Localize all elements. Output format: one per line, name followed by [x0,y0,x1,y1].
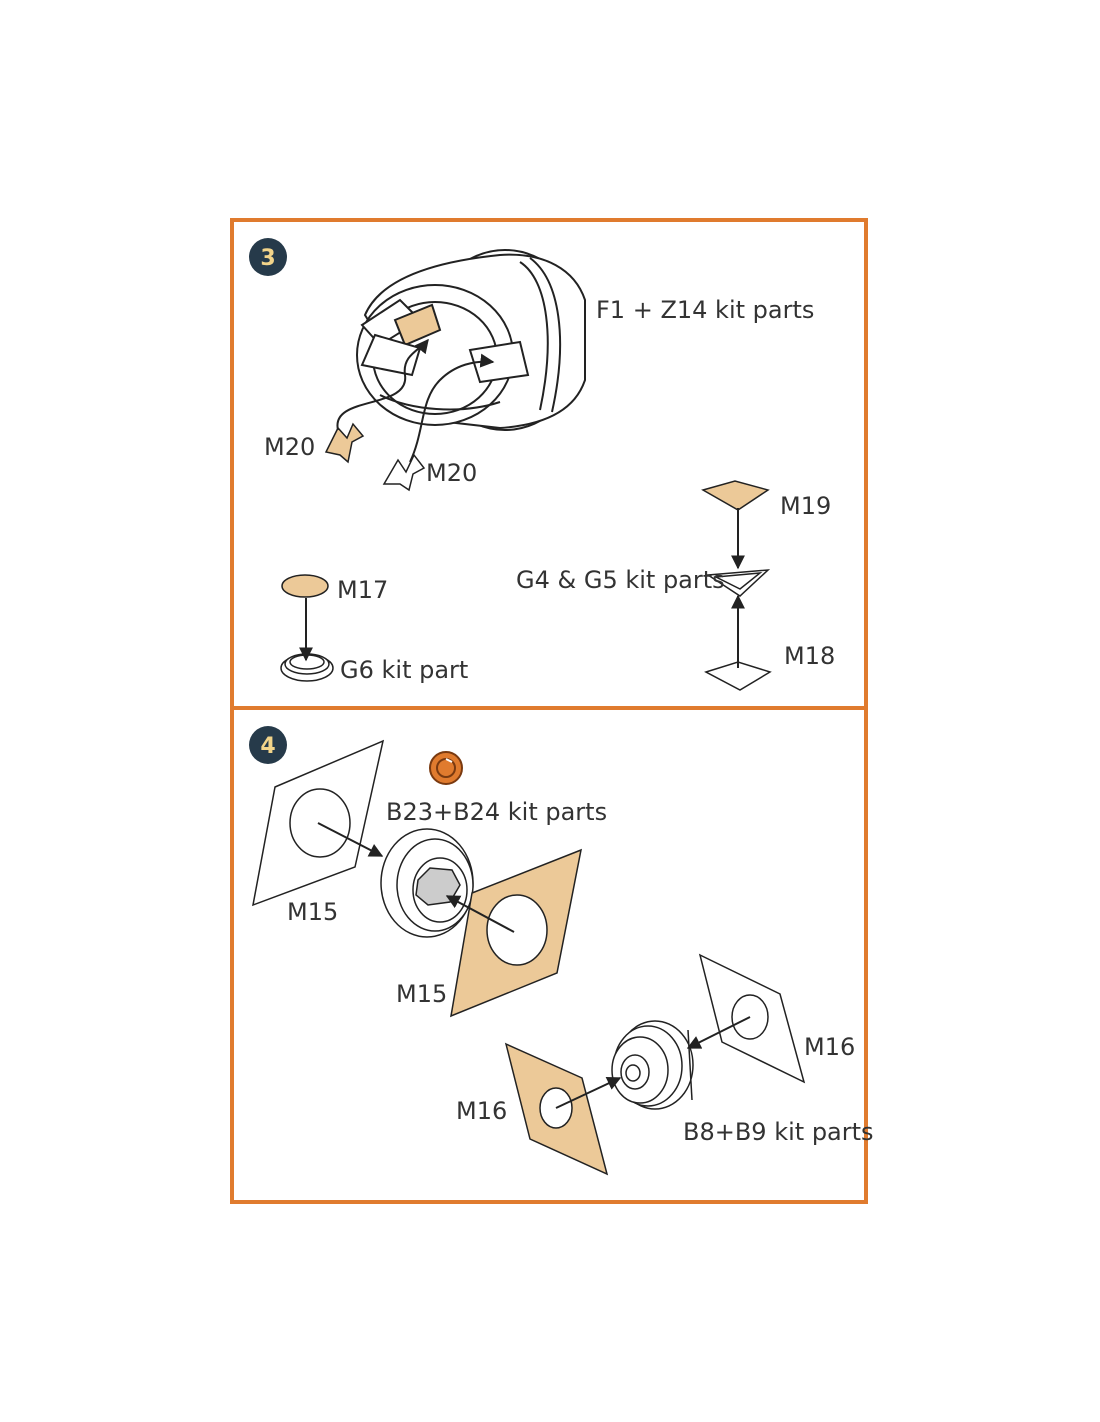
label-m16-a: M16 [804,1033,855,1061]
m16-mask-outline [698,953,806,1084]
label-b8-b9: B8+B9 kit parts [683,1118,874,1146]
arrow-m15-outline [317,822,384,857]
arrow-m15-filled [445,895,515,933]
m19-part [701,480,770,511]
label-b23-b24: B23+B24 kit parts [386,798,607,826]
arrow-m20-b [409,353,495,463]
label-g6: G6 kit part [340,656,468,684]
rotate-symbol-icon [429,751,463,785]
m18-part [704,661,772,691]
label-m17: M17 [337,576,388,604]
label-m18: M18 [784,642,835,670]
m17-part [281,574,329,598]
label-g4-g5: G4 & G5 kit parts [516,566,725,594]
step-4-number: 4 [260,734,275,759]
label-m15-a: M15 [287,898,338,926]
arrow-m16-outline [686,1016,751,1049]
b23-b24-wheel [380,828,474,938]
m16-mask-filled [504,1042,609,1176]
arrow-m16-filled [555,1077,622,1109]
m20-part-filled [324,422,365,464]
label-m20-a: M20 [264,433,315,461]
m15-mask-filled [450,848,582,1018]
step-3-badge: 3 [249,238,287,276]
m20-part-outline [382,453,426,492]
instruction-frame [230,218,868,1204]
step-4-badge: 4 [249,726,287,764]
g4-g5-kit-part [705,569,771,597]
label-f1-z14: F1 + Z14 kit parts [596,296,814,324]
g6-kit-part [280,653,334,682]
arrow-m20-a [336,338,429,431]
label-m15-b: M15 [396,980,447,1008]
label-m16-b: M16 [456,1097,507,1125]
exhaust-kit-part-f1-z14 [356,249,586,431]
step-3-number: 3 [260,246,275,271]
label-m19: M19 [780,492,831,520]
b8-b9-wheel [611,1020,694,1110]
label-m20-b: M20 [426,459,477,487]
step-divider [230,706,868,710]
